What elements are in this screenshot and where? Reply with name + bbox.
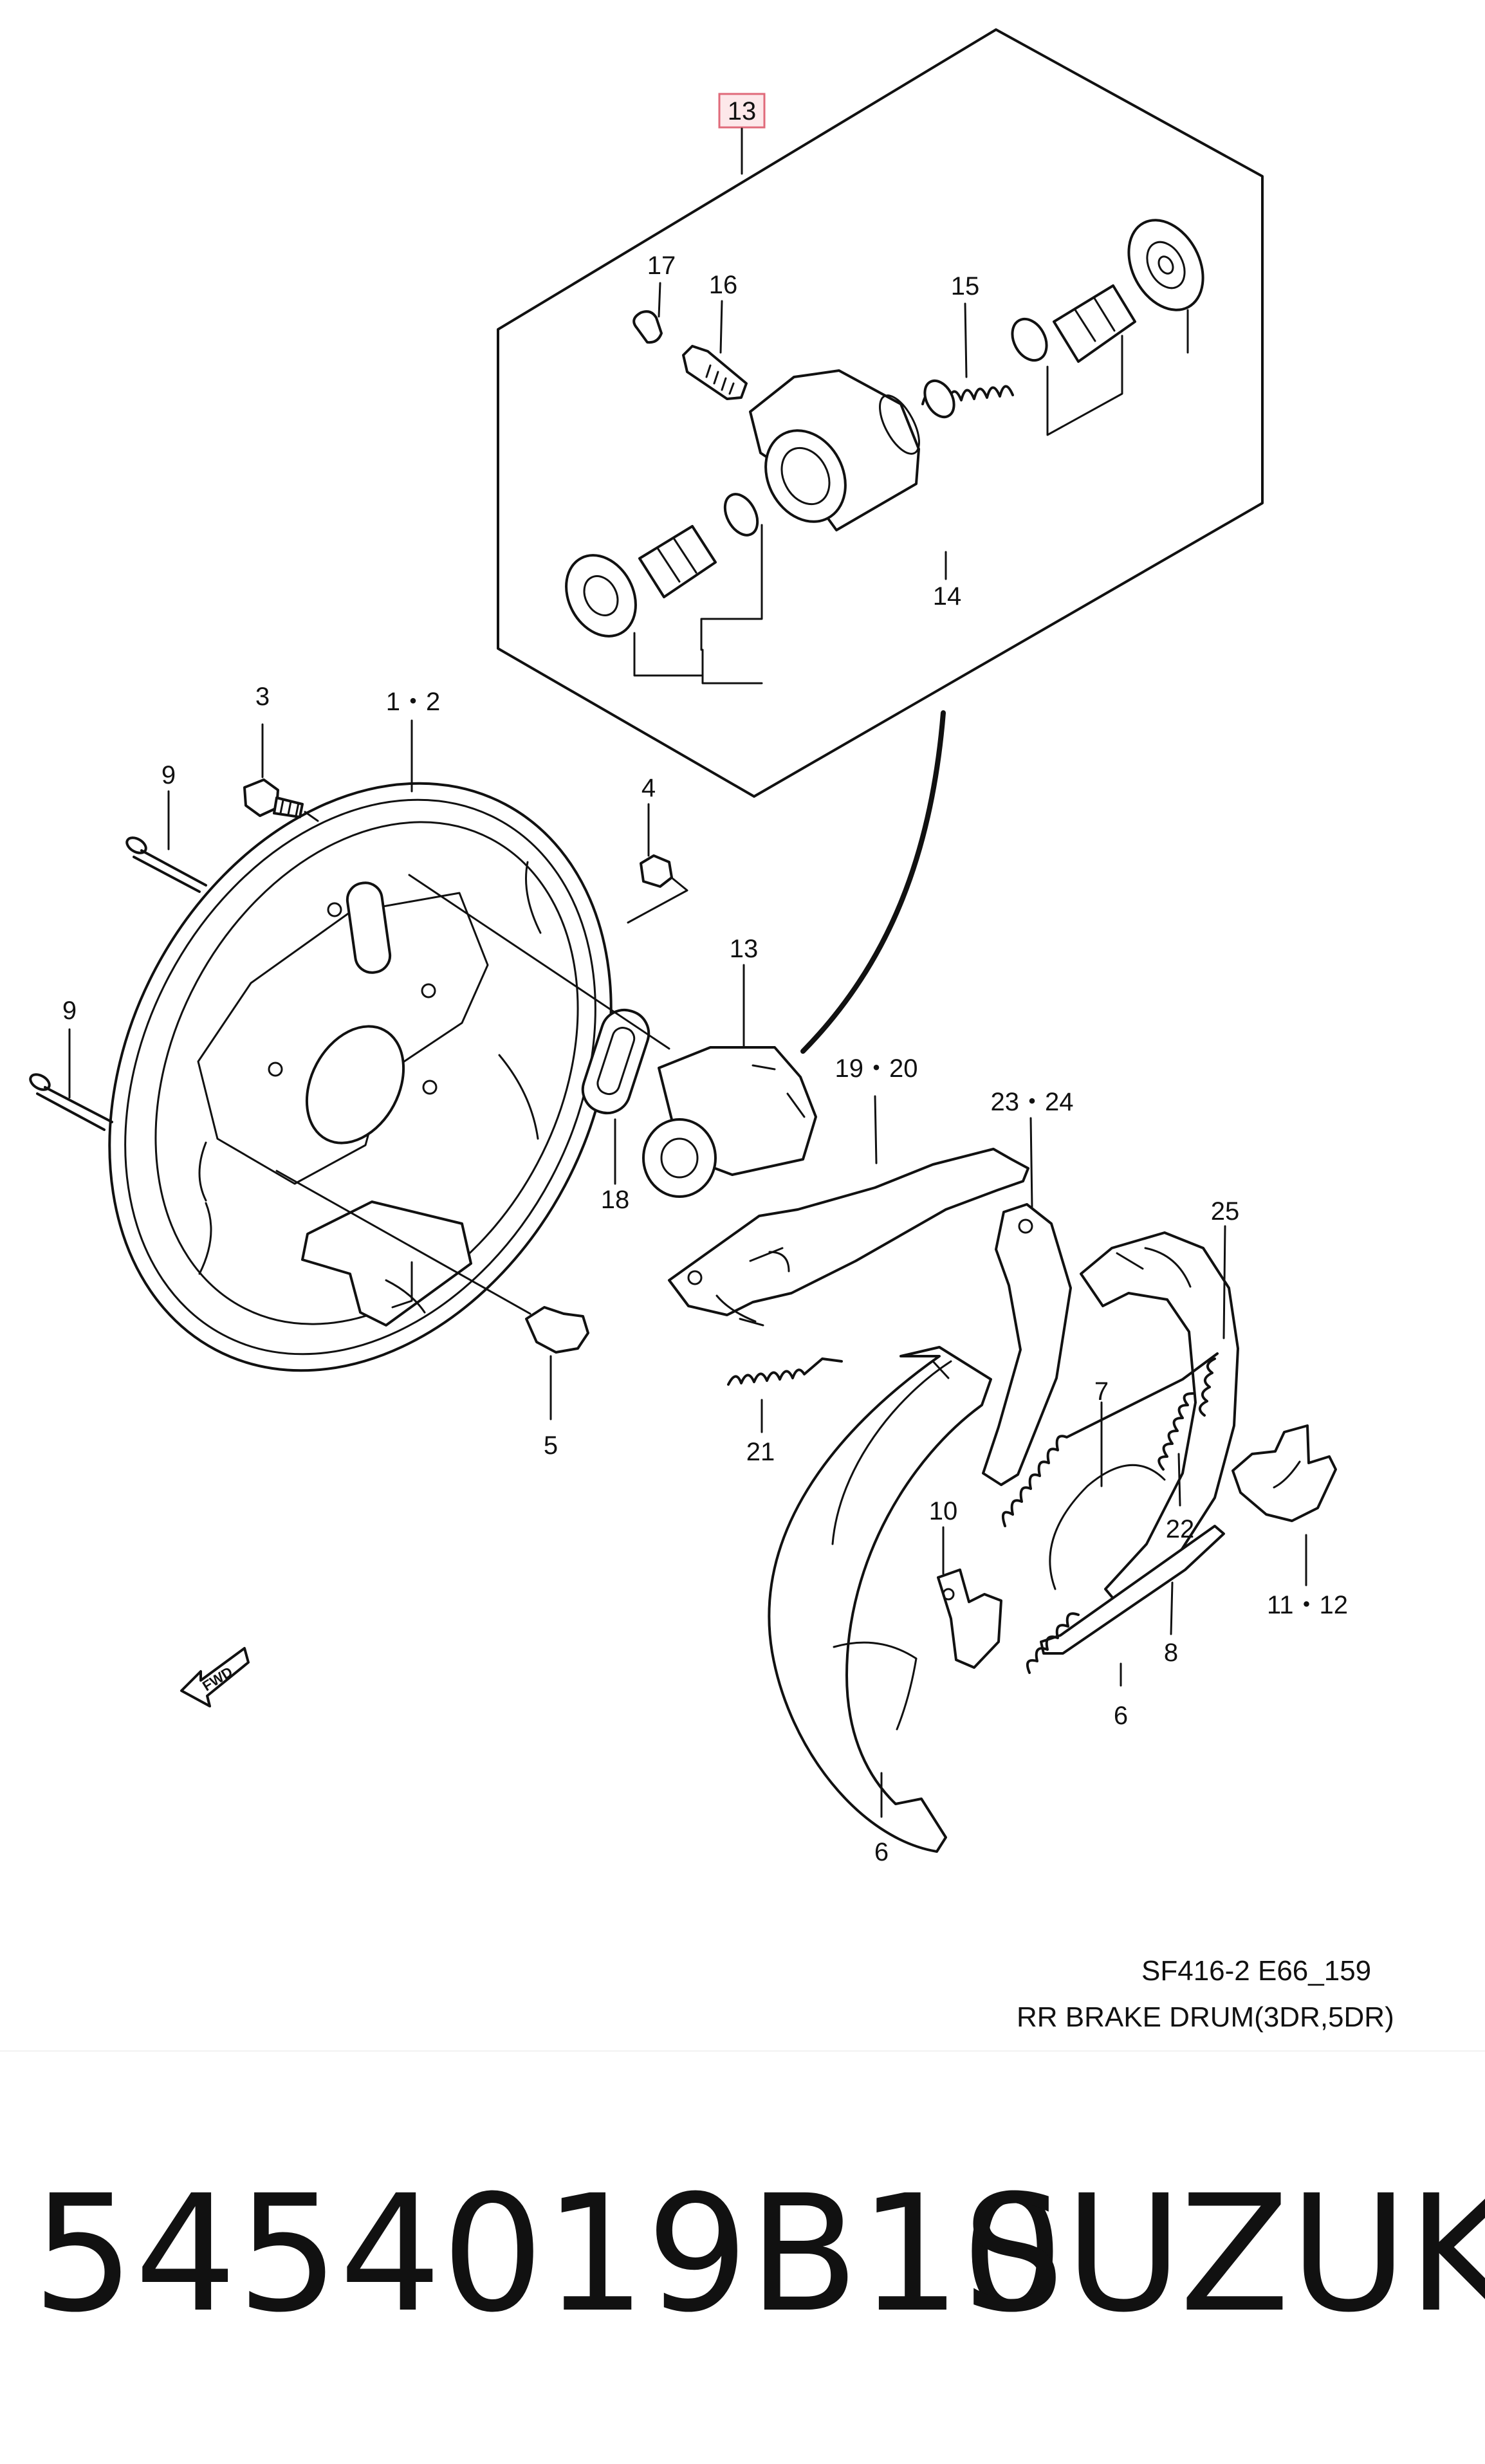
hold-down-11-12-part <box>1231 1424 1337 1586</box>
callout-23-24: 23・24 <box>991 1088 1074 1116</box>
bleeder-cap-part <box>632 282 663 344</box>
callout-19-20: 19・20 <box>835 1054 918 1083</box>
brake-shoe-left-part <box>768 1346 992 1853</box>
callout-16: 16 <box>709 271 738 299</box>
fwd-arrow-icon: FWD <box>180 1647 250 1707</box>
bleeder-screw-part <box>682 300 748 400</box>
adjuster-8-part <box>1026 1525 1225 1674</box>
callout-15: 15 <box>951 272 980 300</box>
callout-17: 17 <box>647 252 676 280</box>
diagram-code: SF416-2 E66_159 <box>1141 1955 1371 1987</box>
parking-lever-19-20-part <box>668 1095 1029 1327</box>
callout-13-highlight-box <box>718 93 766 129</box>
return-spring-7-part <box>1002 1352 1219 1527</box>
callout-18: 18 <box>601 1186 630 1214</box>
wheel-cylinder-detail-box: 13 17 16 15 <box>497 28 1264 798</box>
callout-25: 25 <box>1211 1197 1240 1226</box>
bolt-3-part <box>243 723 319 822</box>
strut-23-24-part <box>982 1117 1072 1486</box>
part-number: 5454019B10 <box>32 2160 1064 2348</box>
callout-3: 3 <box>255 683 270 711</box>
callout-4: 4 <box>641 774 656 802</box>
callout-10: 10 <box>929 1497 958 1525</box>
wheel-cylinder-body-detail <box>749 369 920 531</box>
pin-9-upper-part <box>125 790 207 893</box>
callout-21: 21 <box>746 1438 775 1466</box>
spring-25-part <box>1199 1225 1226 1417</box>
detail-leader-curve <box>800 710 946 1054</box>
callout-7: 7 <box>1094 1377 1109 1406</box>
callout-6-right: 6 <box>1114 1702 1128 1730</box>
callout-6-bottom: 6 <box>874 1838 889 1866</box>
callout-13-top: 13 <box>728 97 757 125</box>
backing-plate <box>108 782 613 1372</box>
callout-9-upper: 9 <box>161 761 176 789</box>
wheel-cylinder-13-part <box>408 874 817 1198</box>
callout-9-lower: 9 <box>62 997 77 1025</box>
dust-boot-right-detail <box>1127 219 1204 311</box>
callout-11-12: 11・12 <box>1267 1591 1348 1619</box>
brake-shoe-right-part <box>1049 1231 1239 1687</box>
brand-name: SUZUKI <box>963 2160 1485 2348</box>
diagram-title: RR BRAKE DRUM(3DR,5DR) <box>1017 2001 1394 2033</box>
pin-9-lower-part <box>29 1028 113 1131</box>
callout-5: 5 <box>544 1431 558 1460</box>
clip-10-part <box>937 1526 1002 1669</box>
piston-right-detail <box>1011 284 1136 363</box>
callout-14: 14 <box>933 582 962 611</box>
dust-boot-left-detail <box>565 554 637 638</box>
callout-22: 22 <box>1166 1515 1195 1543</box>
spring-21-part <box>727 1357 843 1433</box>
piston-left-detail <box>638 493 759 598</box>
nut-4-part <box>627 803 688 924</box>
spring-22-part <box>1158 1392 1194 1507</box>
callout-13-main: 13 <box>730 935 759 963</box>
gasket-18-part <box>581 1008 650 1185</box>
callout-8: 8 <box>1164 1639 1178 1667</box>
callout-1-2: 1・2 <box>386 688 441 716</box>
bleeder-bolt-5-part <box>275 1170 589 1420</box>
